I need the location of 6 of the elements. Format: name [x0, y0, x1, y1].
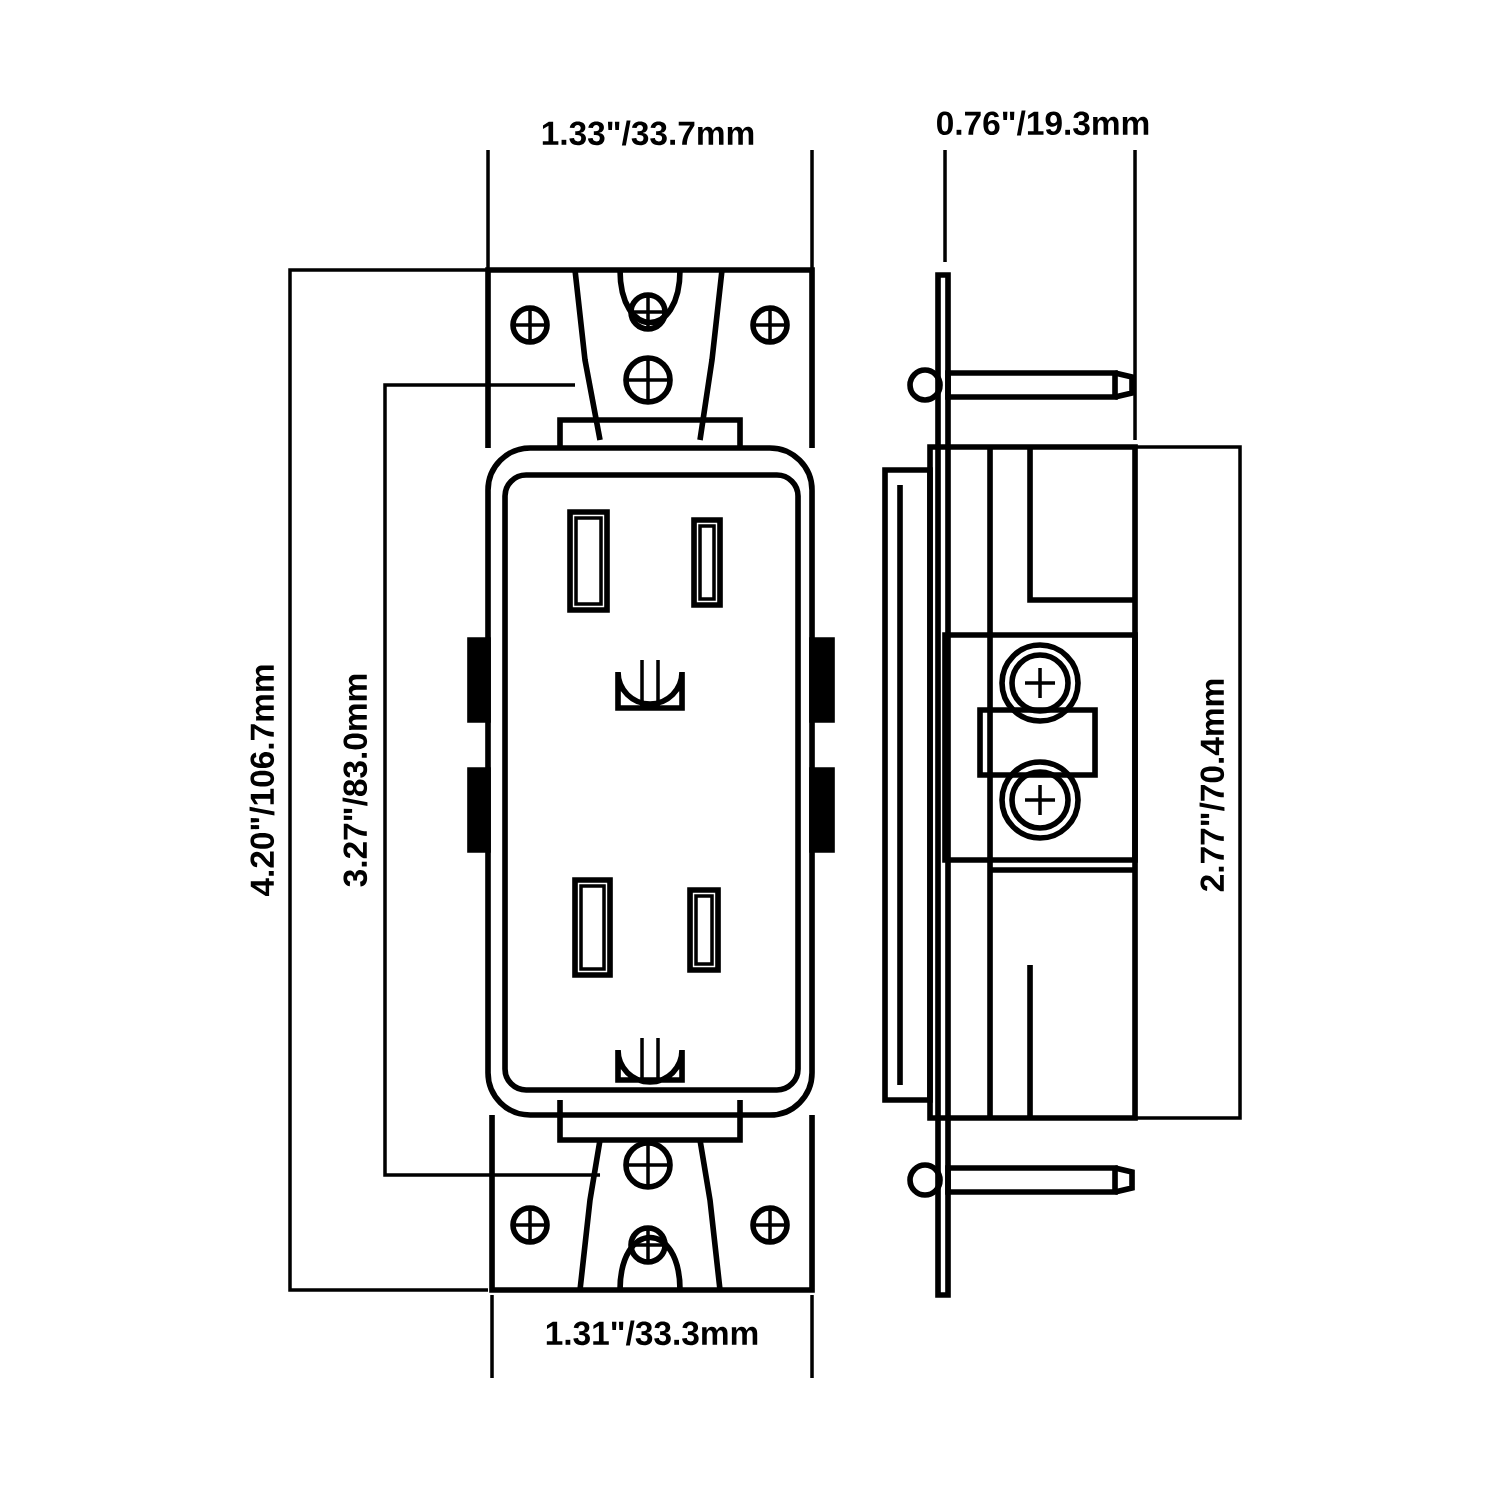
dimension-label: 1.31"/33.3mm: [537, 1313, 767, 1353]
dimension-label: 3.27"/83.0mm: [335, 665, 375, 895]
dimension-label: 2.77"/70.4mm: [1192, 670, 1232, 900]
dimension-label: 4.20"/106.7mm: [242, 656, 282, 904]
dimension-label: 1.33"/33.7mm: [533, 113, 763, 153]
dimension-label: 0.76"/19.3mm: [928, 103, 1158, 143]
